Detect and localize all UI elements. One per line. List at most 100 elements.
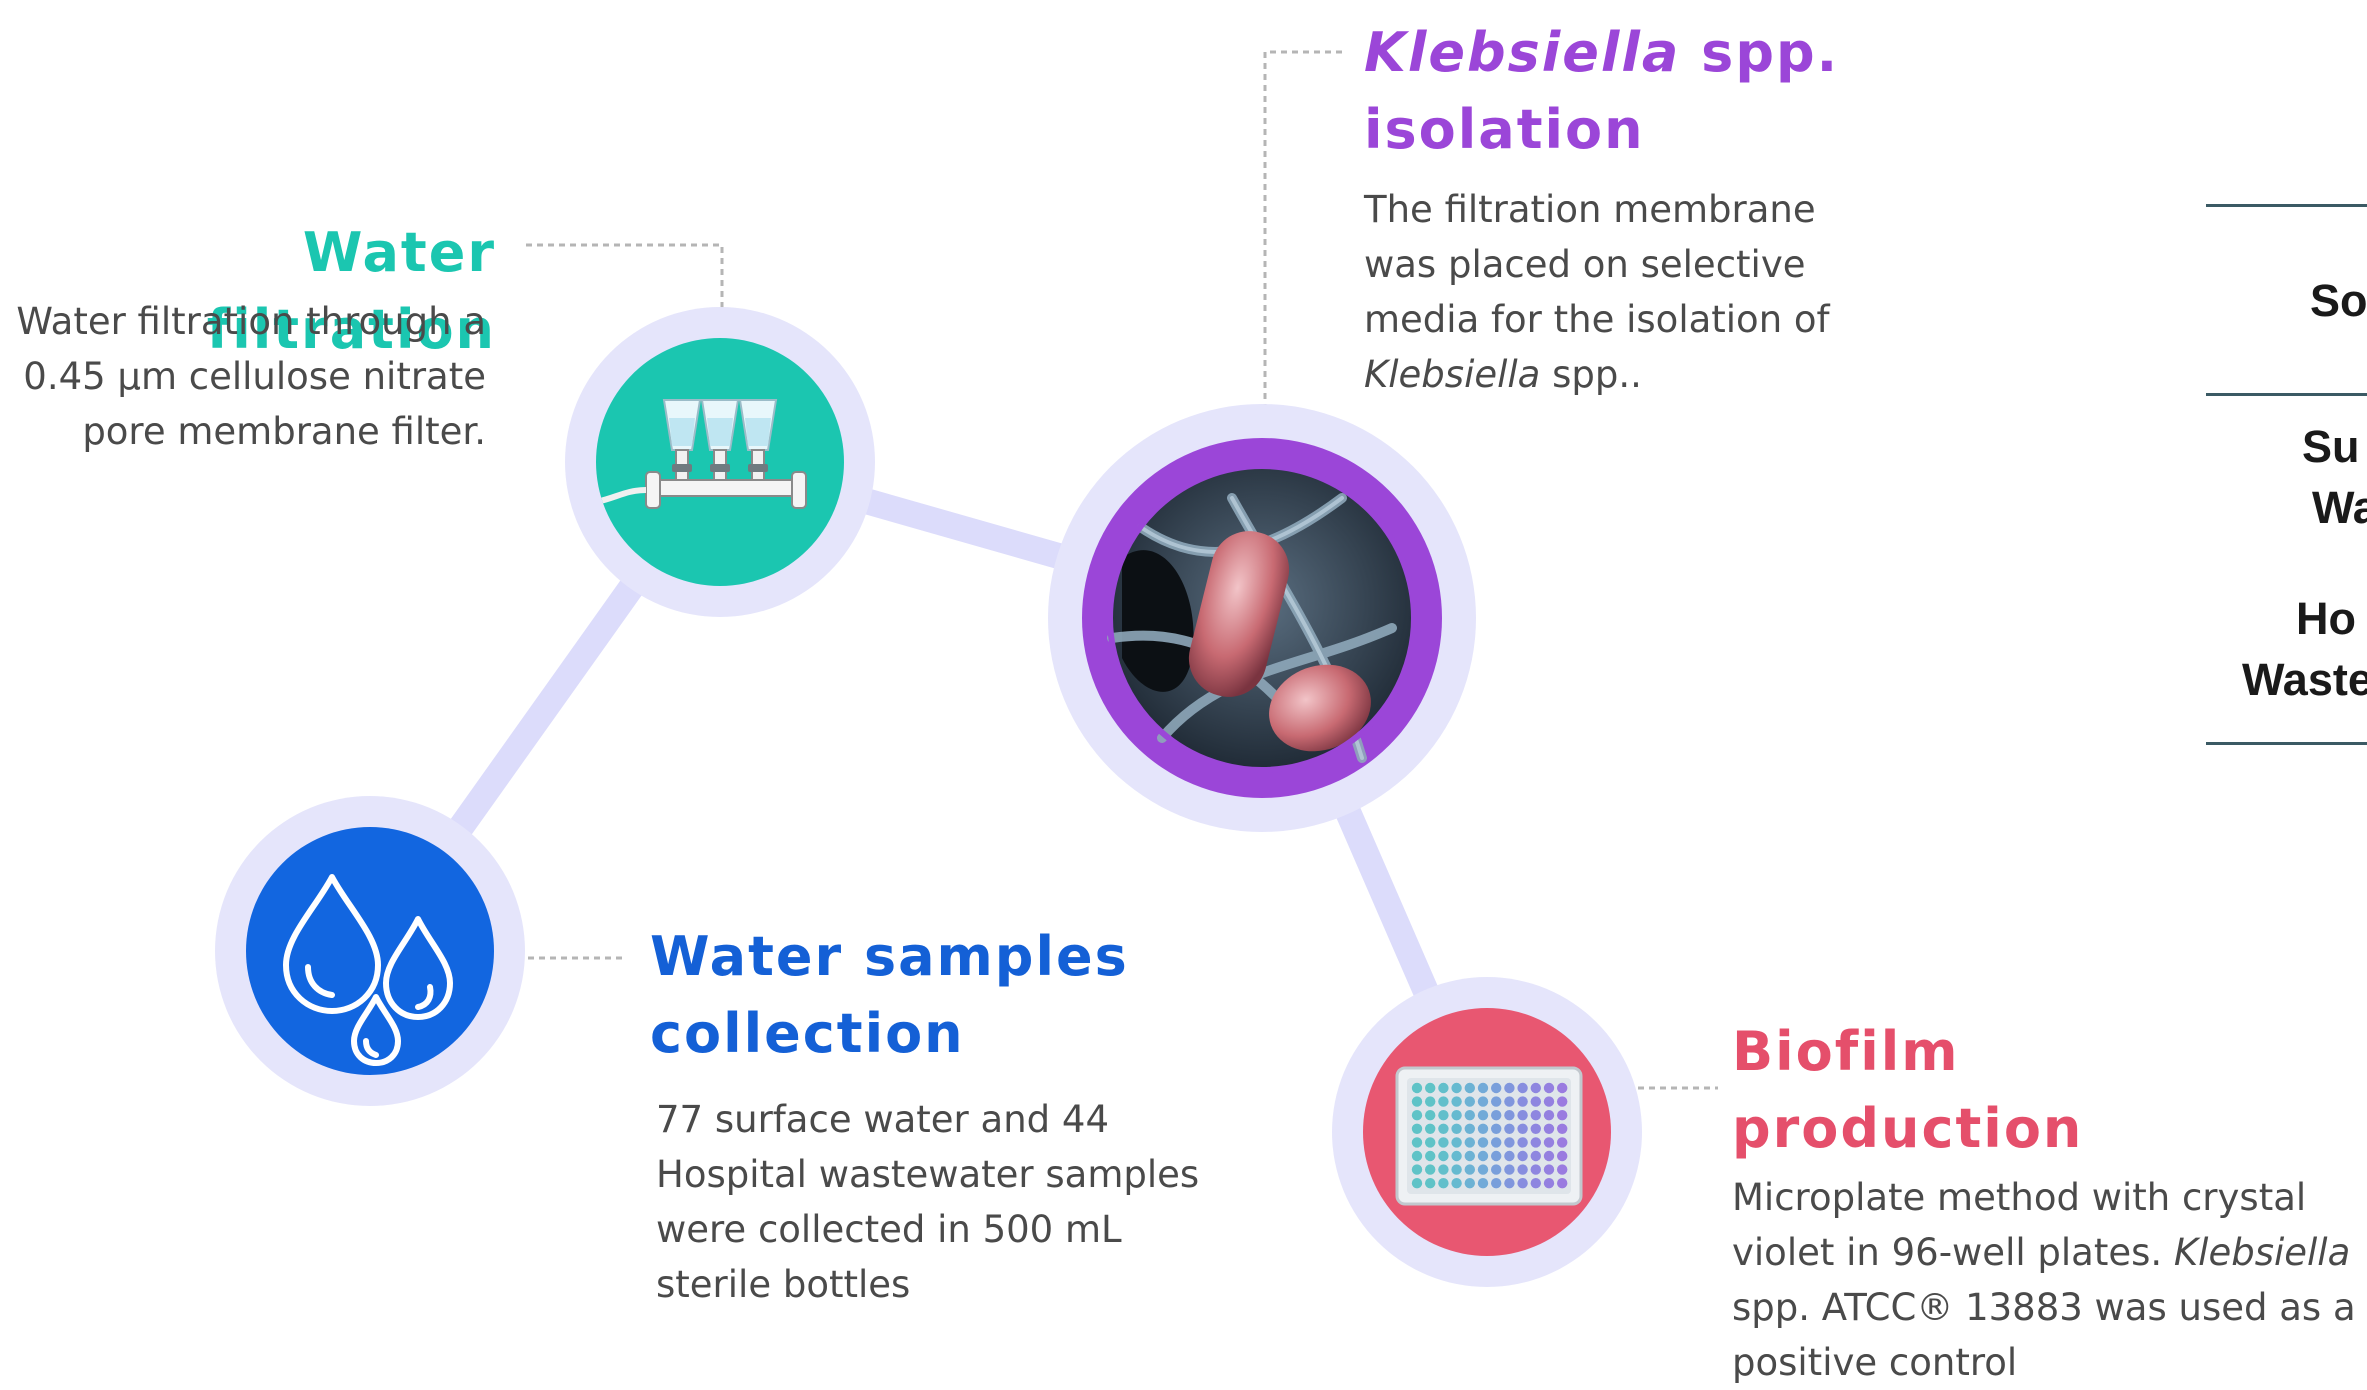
plate-well bbox=[1451, 1178, 1462, 1189]
plate-well bbox=[1438, 1096, 1449, 1107]
table-cell-row2-line2: Waste bbox=[2242, 654, 2367, 705]
filtration-node-core bbox=[596, 338, 844, 586]
plate-well bbox=[1425, 1123, 1436, 1134]
plate-well bbox=[1517, 1096, 1528, 1107]
plate-well bbox=[1491, 1123, 1502, 1134]
plate-well bbox=[1425, 1137, 1436, 1148]
plate-well bbox=[1411, 1082, 1423, 1094]
plate-well bbox=[1438, 1082, 1449, 1094]
klebsiella-description-genus: Klebsiella bbox=[1364, 353, 1541, 396]
plate-well bbox=[1411, 1123, 1423, 1134]
plate-well bbox=[1451, 1096, 1462, 1107]
plate-well bbox=[1504, 1110, 1515, 1121]
plate-well bbox=[1557, 1164, 1568, 1175]
plate-well bbox=[1464, 1123, 1475, 1134]
plate-well bbox=[1451, 1150, 1462, 1162]
klebsiella-title: Klebsiella spp. isolation bbox=[1364, 14, 1924, 168]
plate-well bbox=[1530, 1110, 1541, 1121]
plate-well bbox=[1504, 1150, 1515, 1162]
plate-well bbox=[1425, 1164, 1436, 1175]
plate-well bbox=[1438, 1164, 1449, 1175]
plate-well bbox=[1491, 1164, 1502, 1175]
plate-well bbox=[1425, 1082, 1436, 1094]
plate-well bbox=[1491, 1096, 1502, 1107]
leader-filtration bbox=[526, 243, 724, 310]
table-top-rule bbox=[2206, 204, 2367, 207]
plate-well bbox=[1557, 1096, 1568, 1107]
plate-well bbox=[1517, 1110, 1528, 1121]
plate-well bbox=[1517, 1150, 1528, 1162]
plate-well bbox=[1451, 1164, 1462, 1175]
plate-well bbox=[1543, 1150, 1555, 1162]
plate-well bbox=[1477, 1164, 1489, 1175]
plate-well bbox=[1477, 1096, 1489, 1107]
plate-well bbox=[1543, 1096, 1555, 1107]
plate-well bbox=[1530, 1096, 1541, 1107]
biofilm-node-core bbox=[1363, 1008, 1611, 1256]
plate-well bbox=[1504, 1082, 1515, 1094]
plate-well bbox=[1491, 1137, 1502, 1148]
plate-well bbox=[1411, 1110, 1423, 1121]
samples-node-core bbox=[246, 827, 494, 1075]
biofilm-title: Biofilm production bbox=[1732, 1020, 2084, 1160]
plate-well bbox=[1491, 1110, 1502, 1121]
biofilm-description: Microplate method with crystal violet in… bbox=[1732, 1170, 2367, 1390]
plate-well bbox=[1517, 1123, 1528, 1134]
plate-well bbox=[1411, 1096, 1423, 1107]
plate-well bbox=[1411, 1178, 1423, 1189]
samples-description: 77 surface water and 44 Hospital wastewa… bbox=[656, 1098, 1200, 1306]
plate-well bbox=[1477, 1110, 1489, 1121]
plate-well bbox=[1411, 1164, 1423, 1175]
plate-well bbox=[1411, 1137, 1423, 1148]
plate-well bbox=[1477, 1137, 1489, 1148]
plate-well bbox=[1543, 1164, 1555, 1175]
biofilm-description-main: Microplate method with crystal violet in… bbox=[1732, 1176, 2307, 1274]
klebsiella-node-core bbox=[1082, 438, 1442, 798]
plate-well bbox=[1530, 1137, 1541, 1148]
klebsiella-title-genus: Klebsiella bbox=[1364, 21, 1681, 84]
microplate-icon bbox=[1395, 1066, 1583, 1206]
plate-well bbox=[1543, 1137, 1555, 1148]
plate-well bbox=[1543, 1178, 1555, 1189]
plate-well bbox=[1557, 1150, 1568, 1162]
plate-well bbox=[1504, 1096, 1515, 1107]
plate-well bbox=[1425, 1096, 1436, 1107]
plate-well bbox=[1438, 1123, 1449, 1134]
biofilm-description-end: spp. ATCC® 13883 was used as a positive … bbox=[1732, 1286, 2356, 1384]
filtration-title: Water filtration bbox=[206, 221, 496, 361]
samples-title: Water samples collection bbox=[650, 925, 1129, 1065]
plate-well bbox=[1477, 1150, 1489, 1162]
plate-well bbox=[1464, 1096, 1475, 1107]
plate-well bbox=[1504, 1137, 1515, 1148]
plate-well bbox=[1477, 1178, 1489, 1189]
plate-well bbox=[1491, 1082, 1502, 1094]
plate-well bbox=[1425, 1110, 1436, 1121]
plate-well bbox=[1504, 1164, 1515, 1175]
klebsiella-description: The filtration membrane was placed on se… bbox=[1364, 182, 1884, 402]
plate-well bbox=[1543, 1110, 1555, 1121]
plate-well bbox=[1557, 1123, 1568, 1134]
plate-well bbox=[1504, 1178, 1515, 1189]
plate-well bbox=[1464, 1178, 1475, 1189]
plate-well bbox=[1491, 1150, 1502, 1162]
plate-well bbox=[1530, 1178, 1541, 1189]
plate-well bbox=[1438, 1150, 1449, 1162]
klebsiella-description-main: The filtration membrane was placed on se… bbox=[1364, 188, 1830, 341]
table-cell-row2-line1: Ho bbox=[2296, 593, 2356, 644]
plate-well bbox=[1530, 1150, 1541, 1162]
plate-well bbox=[1517, 1164, 1528, 1175]
plate-well bbox=[1530, 1164, 1541, 1175]
plate-well bbox=[1425, 1178, 1436, 1189]
klebsiella-description-end: spp.. bbox=[1540, 353, 1642, 396]
plate-well bbox=[1557, 1082, 1568, 1094]
plate-well bbox=[1425, 1150, 1436, 1162]
plate-well bbox=[1557, 1178, 1568, 1189]
plate-well bbox=[1451, 1082, 1462, 1094]
plate-well bbox=[1438, 1178, 1449, 1189]
plate-well bbox=[1451, 1137, 1462, 1148]
plate-well bbox=[1477, 1082, 1489, 1094]
plate-well bbox=[1438, 1137, 1449, 1148]
klebsiella-title-rest: spp. isolation bbox=[1364, 21, 1840, 161]
water-drops-icon bbox=[283, 874, 453, 1066]
plate-well bbox=[1464, 1082, 1475, 1094]
